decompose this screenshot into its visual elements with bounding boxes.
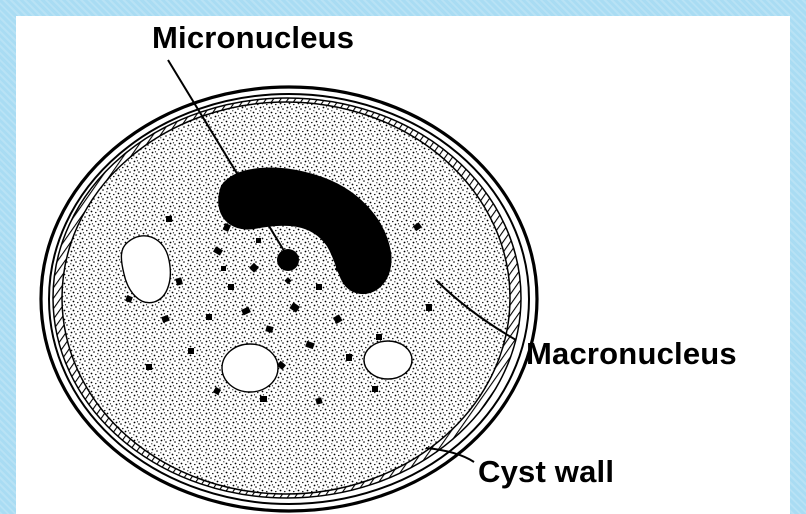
- cyst-illustration: [16, 16, 790, 514]
- macronucleus-label: Macronucleus: [526, 336, 737, 372]
- cyst-wall-label: Cyst wall: [478, 454, 614, 490]
- vacuole-bottom-right: [364, 341, 412, 379]
- micronucleus-shape: [277, 249, 299, 271]
- diagram-panel: Micronucleus Macronucleus Cyst wall: [16, 16, 790, 514]
- vacuole-bottom-left: [222, 344, 278, 392]
- micronucleus-label: Micronucleus: [152, 20, 354, 56]
